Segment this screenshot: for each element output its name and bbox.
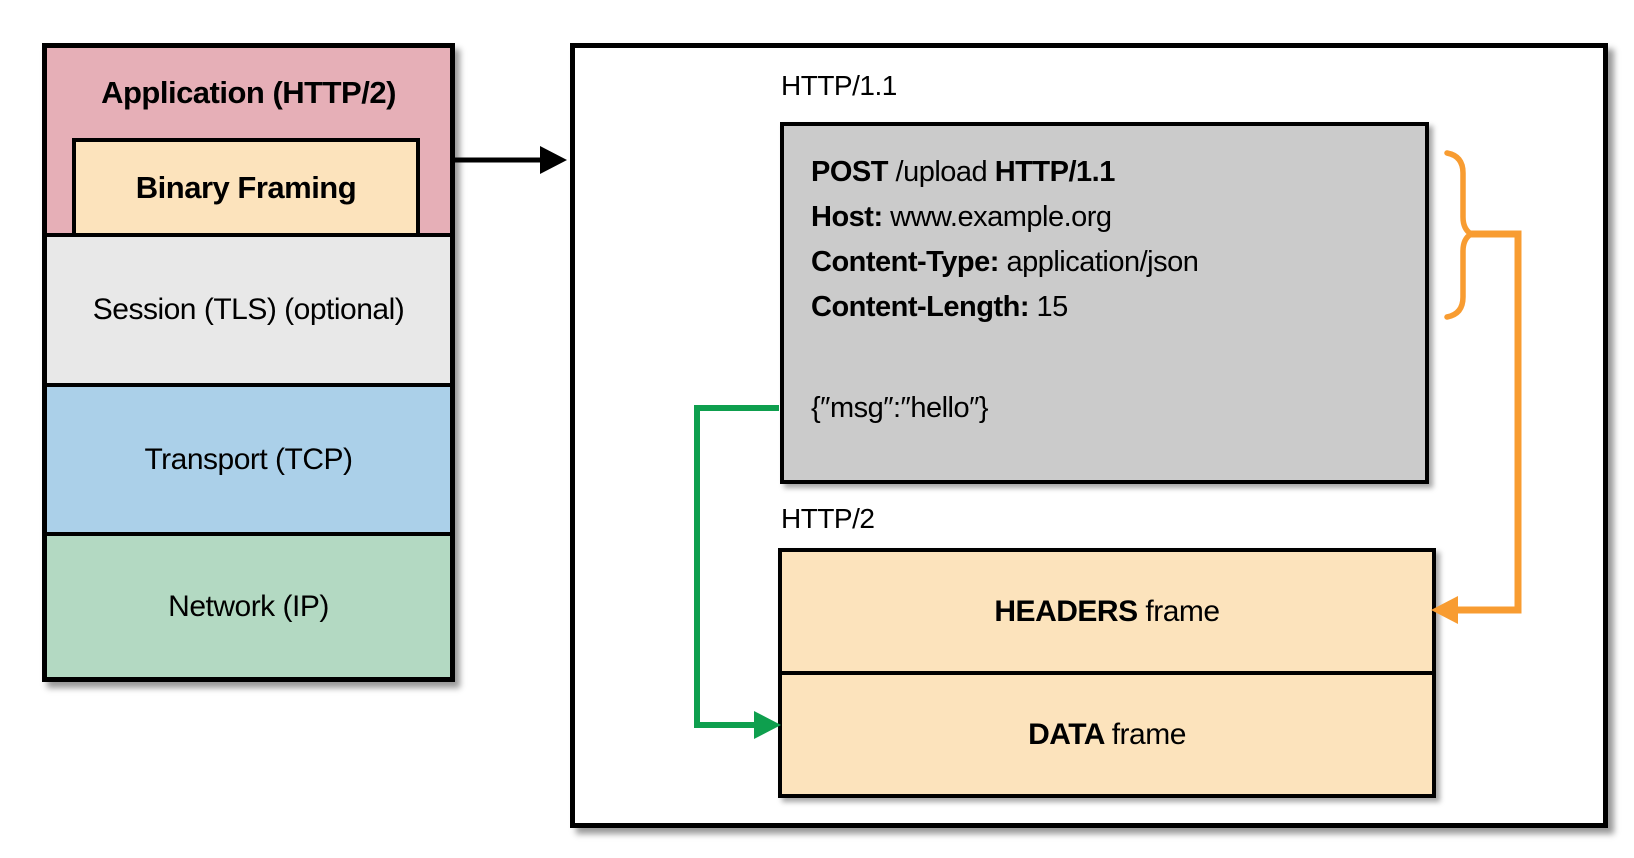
data-frame: DATA frame <box>782 675 1432 794</box>
request-line: POST /upload HTTP/1.1 <box>811 156 1115 188</box>
request-line: Host: www.example.org <box>811 201 1112 233</box>
layer-session: Session (TLS) (optional) <box>47 233 450 383</box>
http11-label: HTTP/1.1 <box>781 70 897 101</box>
layer-network: Network (IP) <box>47 532 450 677</box>
network-label: Network (IP) <box>168 589 329 623</box>
http-request-box: POST /upload HTTP/1.1 Host: www.example.… <box>780 122 1429 484</box>
data-frame-label: DATA frame <box>1028 717 1186 751</box>
layer-application: Application (HTTP/2) Binary Framing <box>47 48 450 237</box>
http2-label: HTTP/2 <box>781 503 875 534</box>
binary-framing-box: Binary Framing <box>72 138 420 237</box>
layer-transport: Transport (TCP) <box>47 383 450 532</box>
session-label: Session (TLS) (optional) <box>92 293 405 326</box>
application-label: Application (HTTP/2) <box>101 75 396 110</box>
request-line: Content-Length: 15 <box>811 291 1068 323</box>
protocol-stack: Application (HTTP/2) Binary Framing Sess… <box>42 43 455 682</box>
request-line: Content-Type: application/json <box>811 246 1199 278</box>
stack-to-panel-arrowhead-icon <box>540 146 567 174</box>
request-body-line: {″msg″:″hello″} <box>811 392 989 424</box>
frames-box: HEADERS frame DATA frame <box>778 548 1436 798</box>
headers-frame-label: HEADERS frame <box>994 594 1220 628</box>
mapping-panel: HTTP/1.1 POST /upload HTTP/1.1 Host: www… <box>570 43 1608 828</box>
headers-frame: HEADERS frame <box>782 552 1432 675</box>
transport-label: Transport (TCP) <box>144 442 353 476</box>
binary-framing-label: Binary Framing <box>135 169 357 205</box>
